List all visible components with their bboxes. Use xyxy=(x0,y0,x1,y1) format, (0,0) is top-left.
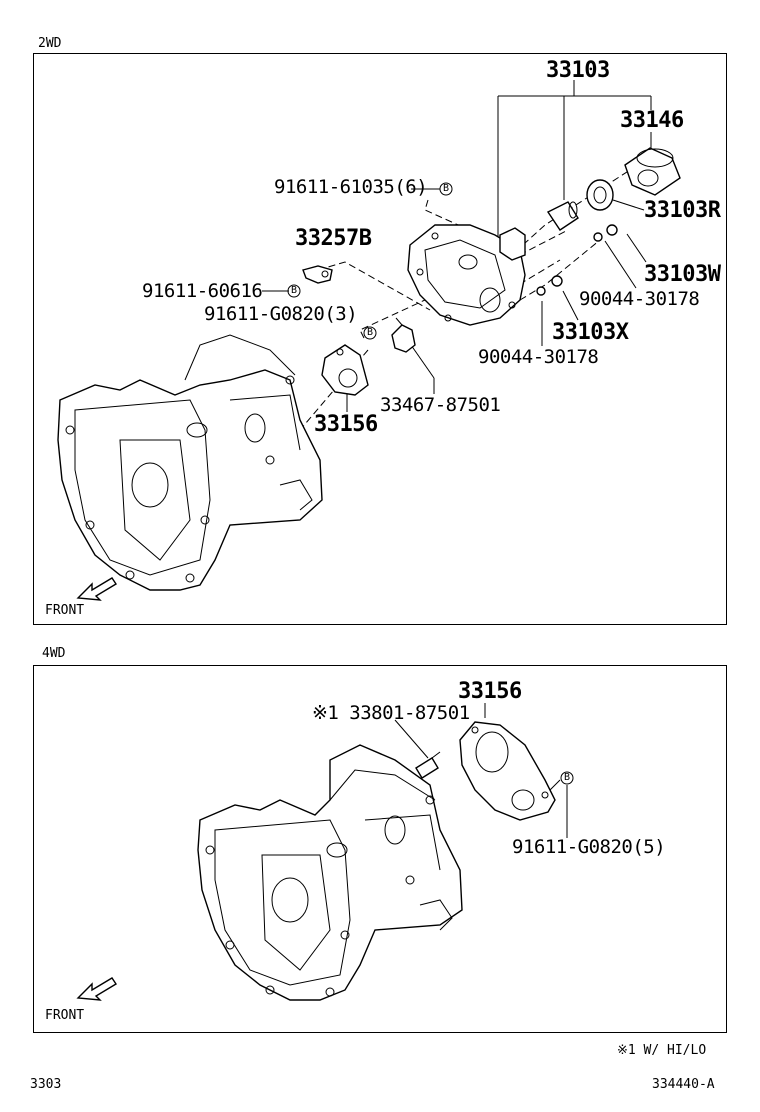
gasket-33156-4wd xyxy=(459,721,556,821)
label-33467-87501: 33467-87501 xyxy=(380,394,501,416)
panel-2wd xyxy=(33,53,727,625)
label-91611-60616: 91611-60616 xyxy=(142,280,263,302)
footnote: ※1 W/ HI/LO xyxy=(617,1043,707,1058)
switch-33801-4wd xyxy=(415,751,441,779)
label-90044-30178-b: 90044-30178 xyxy=(478,346,599,368)
label-33156-bottom: 33156 xyxy=(458,679,522,704)
transmission-case-4wd xyxy=(197,744,463,1001)
bearing-33103r xyxy=(586,179,614,211)
label-33156-top: 33156 xyxy=(314,412,378,437)
gasket-33156-2wd xyxy=(321,344,369,396)
bolt-marker: B xyxy=(564,772,571,783)
extension-housing-33103 xyxy=(407,224,526,326)
bolt-marker-circle xyxy=(287,284,301,298)
bolt-33103x xyxy=(536,275,563,296)
label-91611-g0820-5: 91611-G0820(5) xyxy=(512,836,666,858)
bolt-marker: B xyxy=(443,183,450,194)
label-33103x: 33103X xyxy=(552,320,629,345)
bushing-33103 xyxy=(546,201,579,231)
bolt-marker-circle xyxy=(560,771,574,785)
label-33103r: 33103R xyxy=(644,198,721,223)
bolt-marker-circle xyxy=(363,326,377,340)
seal-33146 xyxy=(624,147,681,196)
transmission-case-2wd xyxy=(57,334,323,591)
front-arrow-icon-2wd xyxy=(76,577,117,601)
bolt-33103w xyxy=(593,224,618,242)
selector-33467-2wd xyxy=(391,317,416,353)
bolt-marker-circle xyxy=(439,182,453,196)
leader-lines-4wd xyxy=(394,703,568,838)
section-label-4wd: 4WD xyxy=(42,646,66,661)
bracket-33257b xyxy=(302,265,333,284)
figure-code: 334440-A xyxy=(652,1077,715,1092)
front-label-4wd: FRONT xyxy=(45,1008,85,1023)
front-label-2wd: FRONT xyxy=(45,603,85,618)
panel-4wd xyxy=(33,665,727,1033)
label-33801-87501: ※1 33801-87501 xyxy=(312,702,470,724)
label-33146: 33146 xyxy=(620,108,684,133)
bolt-marker: B xyxy=(367,327,374,338)
label-91611-61035: 91611-61035(6) xyxy=(274,176,428,198)
label-91611-g0820-3: 91611-G0820(3) xyxy=(204,303,358,325)
page-number: 3303 xyxy=(30,1077,62,1092)
label-33103: 33103 xyxy=(546,58,610,83)
leader-lines-2wd xyxy=(262,80,652,412)
label-33257b: 33257B xyxy=(295,226,372,251)
section-label-2wd: 2WD xyxy=(38,36,62,51)
front-arrow-icon-4wd xyxy=(76,977,117,1001)
bolt-marker: B xyxy=(291,285,298,296)
label-90044-30178-a: 90044-30178 xyxy=(579,288,700,310)
label-33103w: 33103W xyxy=(644,262,721,287)
